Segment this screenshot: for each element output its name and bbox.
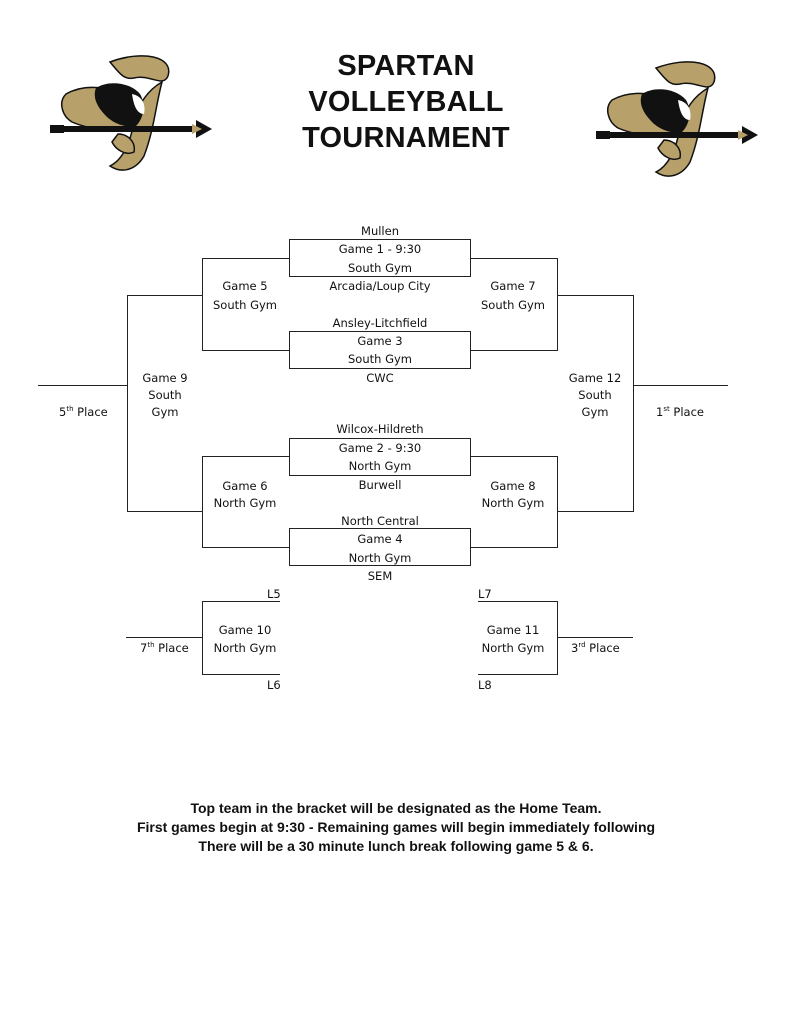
game4-gym: North Gym (348, 551, 412, 565)
game1-gym: South Gym (348, 261, 412, 275)
game4-label: Game 4 (357, 532, 403, 546)
game3-top-team: Ansley-Litchfield (332, 316, 428, 330)
game7-label: Game 7 (490, 279, 536, 293)
game5-bracket (202, 258, 290, 351)
game1-bottom-team: Arcadia/Loup City (329, 279, 431, 293)
game8-bracket (470, 456, 558, 548)
game11-gym: North Gym (481, 641, 545, 655)
game2-label: Game 2 - 9:30 (338, 441, 422, 455)
game3-gym: South Gym (348, 352, 412, 366)
game11-bracket (478, 601, 558, 675)
game10-top-seed: L5 (267, 587, 281, 601)
game9-gym-line2: Gym (151, 405, 179, 419)
game5-label: Game 5 (222, 279, 268, 293)
game9-label: Game 9 (142, 371, 188, 385)
game9-bracket (127, 295, 203, 512)
note-home-team: Top team in the bracket will be designat… (190, 800, 602, 816)
note-lunch-break: There will be a 30 minute lunch break fo… (198, 838, 594, 854)
game10-bracket (202, 601, 280, 675)
game8-gym: North Gym (481, 496, 545, 510)
game1-top-team: Mullen (361, 224, 399, 238)
game12-gym-line2: Gym (581, 405, 609, 419)
game2-top-team: Wilcox-Hildreth (336, 422, 424, 436)
game7-gym: South Gym (481, 298, 545, 312)
game12-bracket (557, 295, 634, 512)
third-place-label: 3rd Place (571, 641, 620, 655)
seventh-place-label: 7th Place (140, 641, 189, 655)
title-line-2: VOLLEYBALL (308, 86, 504, 118)
game12-label: Game 12 (568, 371, 622, 385)
game1-label: Game 1 - 9:30 (338, 242, 422, 256)
note-start-time: First games begin at 9:30 - Remaining ga… (136, 819, 656, 835)
title-line-3: TOURNAMENT (302, 122, 510, 154)
game6-gym: North Gym (213, 496, 277, 510)
game5-gym: South Gym (213, 298, 277, 312)
game11-label: Game 11 (486, 623, 540, 637)
game8-label: Game 8 (490, 479, 536, 493)
game11-bottom-seed: L8 (478, 678, 492, 692)
game4-top-team: North Central (341, 514, 419, 528)
game4-bottom-team: SEM (367, 569, 393, 583)
game6-bracket (202, 456, 290, 548)
game7-bracket (470, 258, 558, 351)
game10-label: Game 10 (218, 623, 272, 637)
game10-gym: North Gym (213, 641, 277, 655)
spartan-logo-icon-right (596, 61, 758, 177)
game10-bottom-seed: L6 (267, 678, 281, 692)
game6-label: Game 6 (222, 479, 268, 493)
game11-top-seed: L7 (478, 587, 492, 601)
game2-bottom-team: Burwell (358, 478, 402, 492)
first-place-label: 1st Place (656, 405, 704, 419)
spartan-logo-icon-left (50, 55, 212, 171)
fifth-place-label: 5th Place (59, 405, 108, 419)
title-line-1: SPARTAN (337, 50, 475, 82)
game3-label: Game 3 (357, 334, 403, 348)
game3-bottom-team: CWC (366, 371, 394, 385)
game2-gym: North Gym (348, 459, 412, 473)
game12-gym-line1: South (578, 388, 612, 402)
game9-gym-line1: South (148, 388, 182, 402)
